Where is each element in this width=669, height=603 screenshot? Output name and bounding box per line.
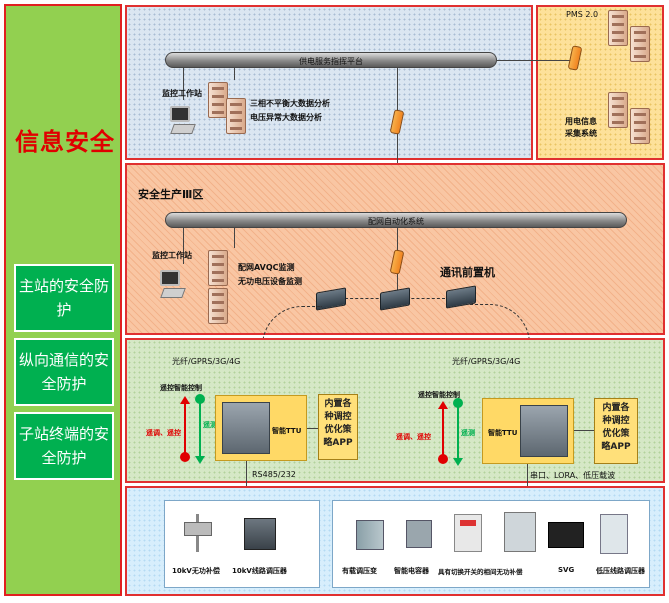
transformer-icon [350, 514, 390, 554]
substation-terminal-security-box: 子站终端的安全防护 [14, 412, 114, 480]
left-device-label-2: 10kV线路调压器 [232, 567, 287, 575]
service-command-zone [125, 5, 533, 160]
server-icon [208, 250, 228, 286]
collect-label-1: 用电信息 [565, 117, 597, 126]
right-control-label: 遥控智能控制 [418, 391, 460, 399]
vertical-comm-security-box: 纵向通信的安全防护 [14, 338, 114, 406]
workstation-icon [170, 106, 196, 136]
right-device-label-1: 有载调压变 [342, 567, 377, 575]
collect-label-2: 采集系统 [565, 129, 597, 138]
comm-frontend-label: 通讯前置机 [440, 266, 495, 279]
server-icon [208, 82, 228, 118]
right-up-label: 遥测 [461, 429, 475, 437]
left-up-label: 遥测 [203, 421, 217, 429]
distribution-automation-bus: 配网自动化系统 [165, 212, 627, 228]
security-sidebar: 信息安全 主站的安全防护 纵向通信的安全防护 子站终端的安全防护 [4, 4, 122, 596]
avqc-line-1: 配网AVQC监测 [238, 263, 295, 272]
analysis-line-1: 三相不平衡大数据分析 [250, 99, 330, 108]
workstation-icon [160, 270, 186, 300]
left-app-box: 内置各 种调控 优化策 略APP [318, 394, 358, 460]
master-station-security-box: 主站的安全防护 [14, 264, 114, 332]
pms-title: PMS 2.0 [566, 10, 599, 19]
smart-capacitor-icon [398, 514, 438, 554]
top-workstation-label: 监控工作站 [162, 89, 202, 98]
server-icon [608, 92, 628, 128]
server-icon [630, 108, 650, 144]
cabinet-icon [500, 510, 540, 552]
regulator-icon [240, 514, 280, 554]
server-icon [226, 98, 246, 134]
right-device-label-2: 智能电容器 [394, 567, 429, 575]
avqc-line-2: 无功电压设备监测 [238, 277, 302, 286]
switch-panel-icon [448, 512, 488, 552]
info-security-title: 信息安全 [15, 128, 115, 156]
server-icon [208, 288, 228, 324]
analysis-line-2: 电压异常大数据分析 [250, 113, 322, 122]
left-down-label: 遥调、遥控 [146, 429, 181, 437]
left-device-label-1: 10kV无功补偿 [172, 567, 220, 575]
right-ttu-cabinet [520, 405, 568, 457]
left-control-label: 遥控智能控制 [160, 384, 202, 392]
right-bus-label: 串口、LORA、低压载波 [530, 471, 616, 480]
left-channel-label: 光纤/GPRS/3G/4G [172, 357, 241, 366]
service-platform-bus: 供电服务指挥平台 [165, 52, 497, 68]
right-device-group [332, 500, 650, 588]
right-channel-label: 光纤/GPRS/3G/4G [452, 357, 521, 366]
server-icon [608, 10, 628, 46]
left-device-group [164, 500, 320, 588]
prod-zone-title: 安全生产Ⅲ区 [138, 188, 204, 201]
left-ttu-label: 智能TTU [272, 427, 302, 435]
svg-device-icon [546, 514, 586, 554]
right-down-label: 遥调、遥控 [396, 433, 431, 441]
right-ttu-label: 智能TTU [488, 429, 518, 437]
right-device-label-3: 具有切换开关的相间无功补偿 [438, 568, 523, 576]
lv-regulator-icon [594, 512, 634, 554]
server-icon [630, 26, 650, 62]
capacitor-pole-icon [178, 514, 218, 554]
right-device-label-4: SVG [558, 566, 575, 574]
left-bus-label: RS485/232 [252, 470, 296, 479]
left-ttu-cabinet [222, 402, 270, 454]
right-device-label-5: 低压线路调压器 [596, 567, 645, 575]
prod-workstation-label: 监控工作站 [152, 251, 192, 260]
right-app-box: 内置各 种调控 优化策 略APP [594, 398, 638, 464]
